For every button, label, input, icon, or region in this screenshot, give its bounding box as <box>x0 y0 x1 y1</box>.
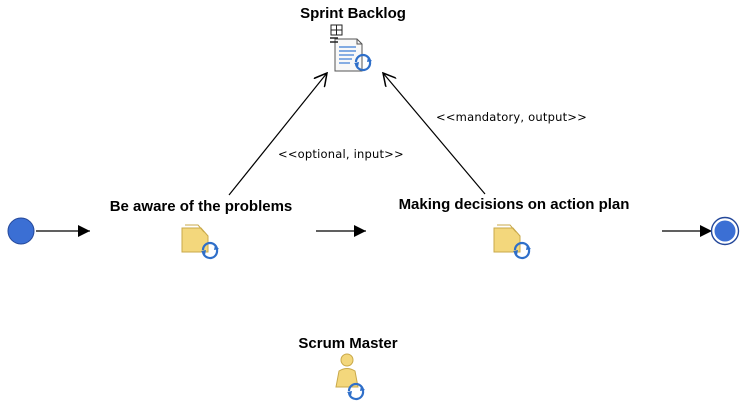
edge-label-mandatory-output: <<mandatory, output>> <box>436 110 587 124</box>
initial-node-icon[interactable] <box>7 217 35 245</box>
final-node-icon[interactable] <box>710 216 740 246</box>
task-icon[interactable] <box>181 224 219 260</box>
task-icon[interactable] <box>493 224 531 260</box>
edge-label-optional-input: <<optional, input>> <box>278 147 404 161</box>
work-product-icon[interactable] <box>330 24 372 72</box>
task-label-be-aware: Be aware of the problems <box>109 198 293 215</box>
edge-optional-input[interactable] <box>228 73 327 196</box>
task-label-making-decisions: Making decisions on action plan <box>398 196 630 213</box>
role-label: Scrum Master <box>298 335 398 352</box>
role-icon[interactable] <box>335 353 365 401</box>
work-product-label: Sprint Backlog <box>300 5 406 22</box>
edge-mandatory-output[interactable] <box>383 73 486 195</box>
